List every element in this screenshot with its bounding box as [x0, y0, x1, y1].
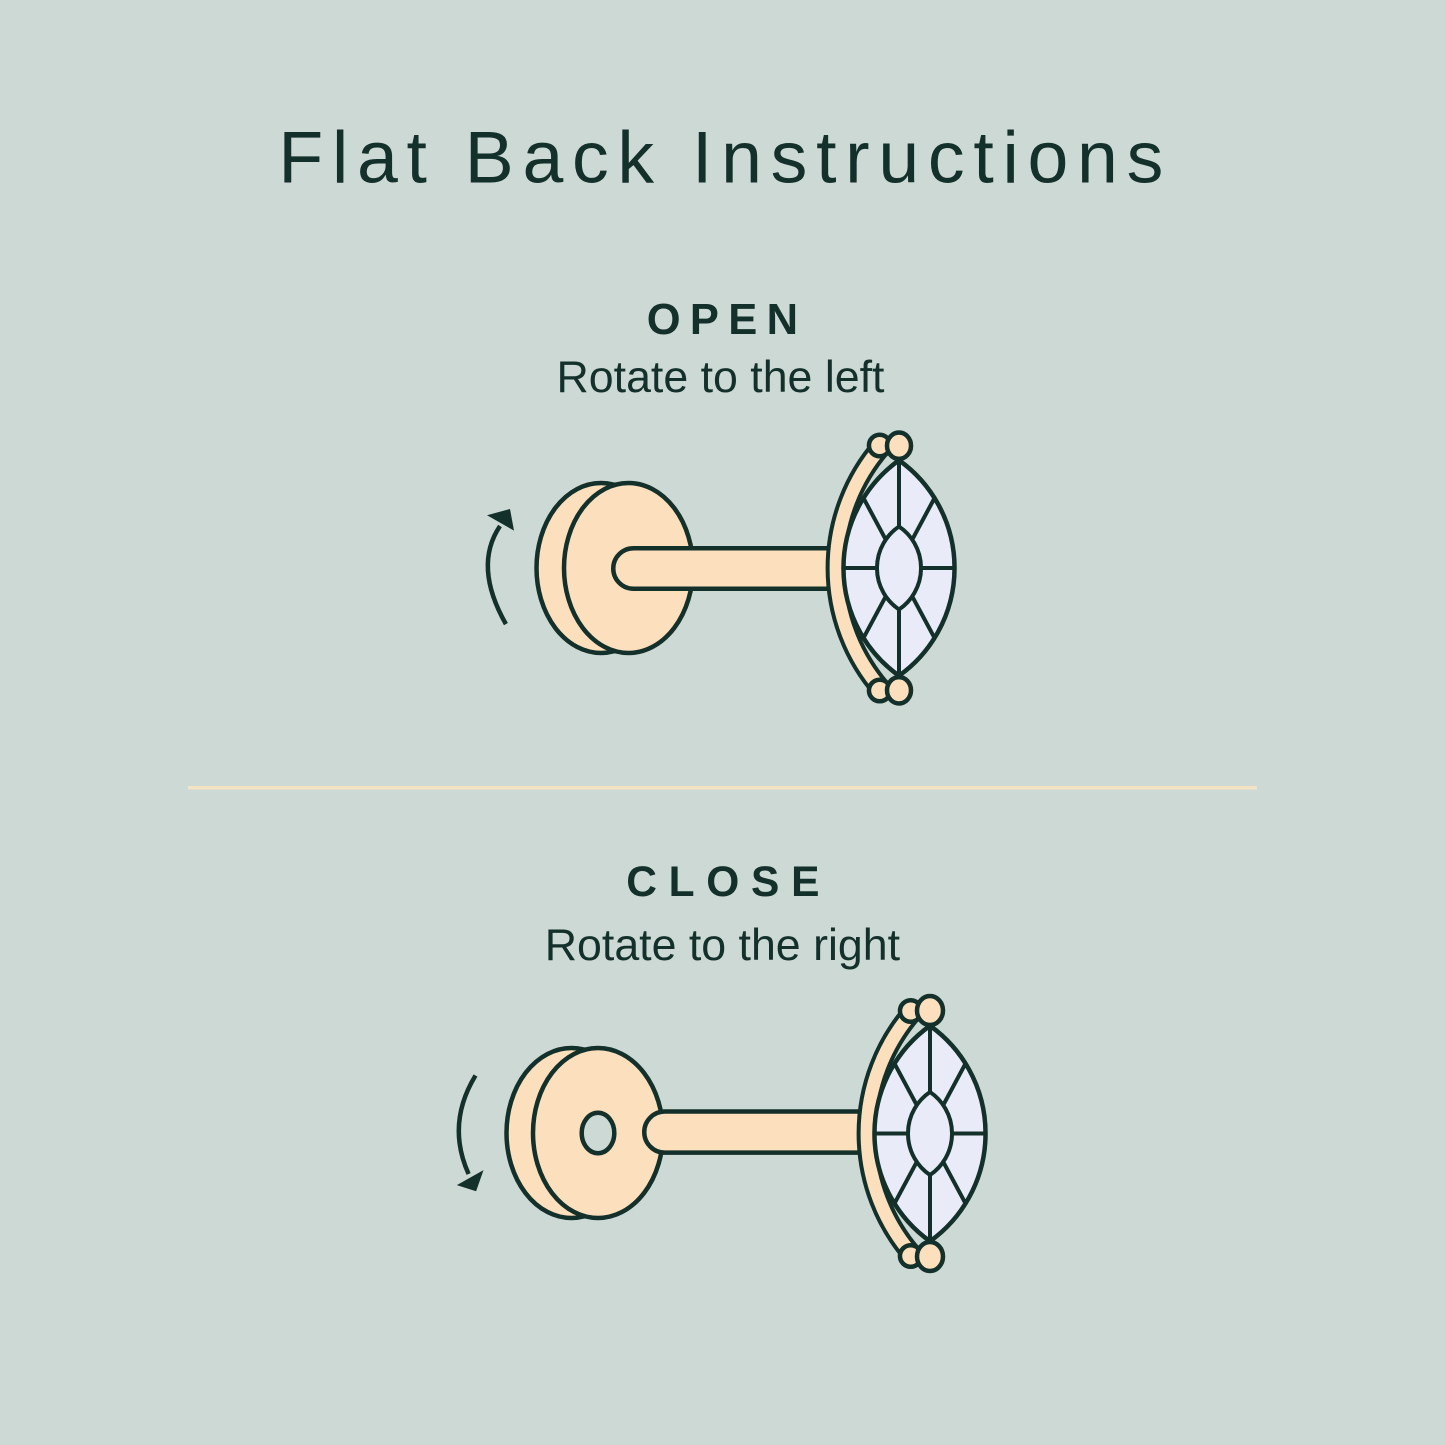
- svg-text:Flat Back Instructions: Flat Back Instructions: [278, 117, 1172, 199]
- svg-text:Rotate to the left: Rotate to the left: [557, 353, 885, 402]
- svg-text:Rotate to the right: Rotate to the right: [545, 921, 901, 970]
- svg-text:OPEN: OPEN: [647, 296, 808, 344]
- svg-text:CLOSE: CLOSE: [626, 859, 831, 906]
